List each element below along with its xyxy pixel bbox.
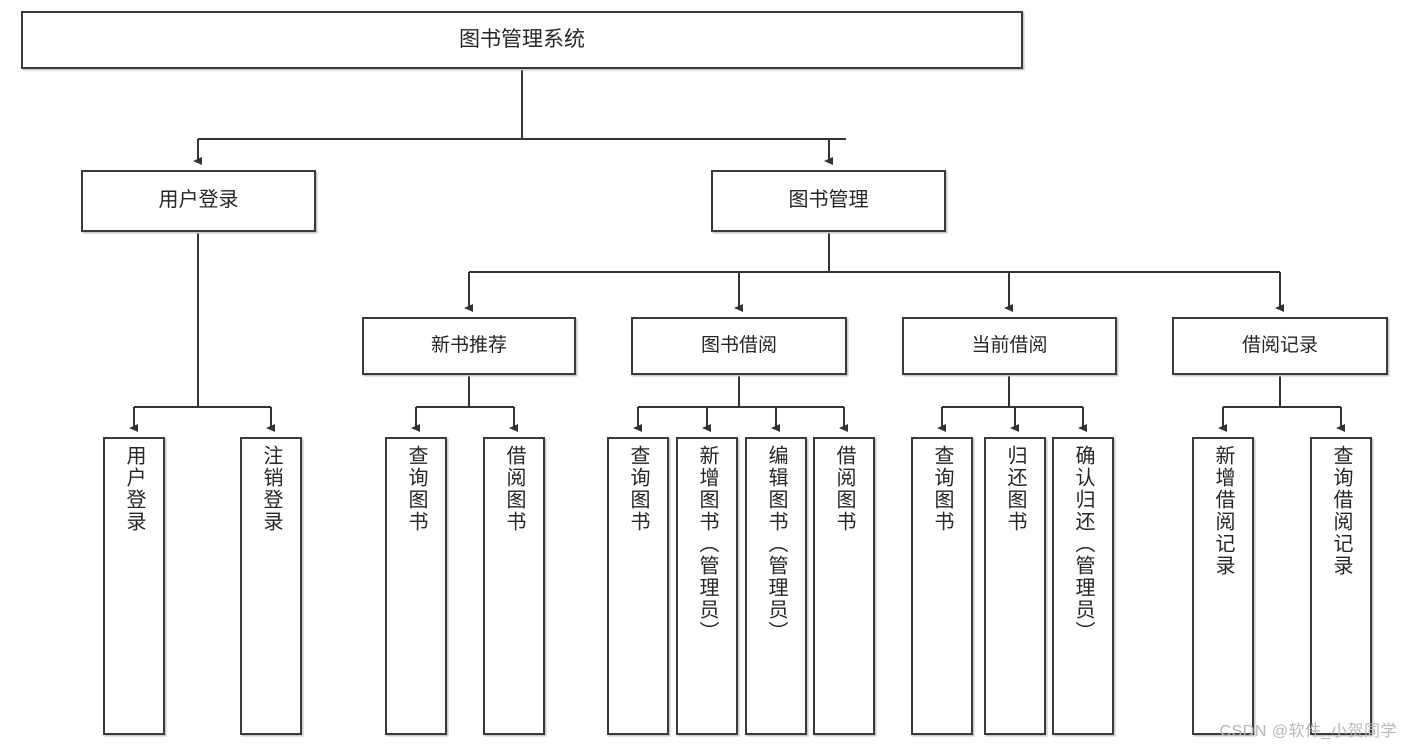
- node-root-label: 图书管理系统: [459, 27, 585, 51]
- leaf-query-book-2[interactable]: 查询图书: [607, 437, 669, 735]
- node-user-login-label: 用户登录: [158, 189, 239, 212]
- leaf-add-record[interactable]: 新增借阅记录: [1192, 437, 1254, 735]
- node-root[interactable]: 图书管理系统: [21, 11, 1023, 69]
- leaf-logout-label: 注销登录: [260, 445, 282, 533]
- leaf-borrow-book-1-label: 借阅图书: [503, 445, 525, 533]
- leaf-add-record-label: 新增借阅记录: [1212, 445, 1234, 577]
- leaf-query-book-3-label: 查询图书: [931, 445, 953, 533]
- node-book-manage[interactable]: 图书管理: [711, 170, 946, 232]
- node-user-login[interactable]: 用户登录: [81, 170, 316, 232]
- leaf-borrow-book-1[interactable]: 借阅图书: [483, 437, 545, 735]
- leaf-edit-book-label: 编辑图书（管理员）: [765, 445, 787, 643]
- node-borrow-record[interactable]: 借阅记录: [1172, 317, 1388, 375]
- leaf-query-record[interactable]: 查询借阅记录: [1310, 437, 1372, 735]
- leaf-return-book[interactable]: 归还图书: [984, 437, 1046, 735]
- leaf-edit-book[interactable]: 编辑图书（管理员）: [745, 437, 807, 735]
- node-current-borrow[interactable]: 当前借阅: [902, 317, 1117, 375]
- leaf-query-book-1[interactable]: 查询图书: [385, 437, 447, 735]
- node-new-book-rec-label: 新书推荐: [430, 334, 507, 356]
- watermark: CSDN @软件_小贺同学: [1219, 723, 1397, 740]
- leaf-borrow-book-2-label: 借阅图书: [833, 445, 855, 533]
- leaf-query-book-3[interactable]: 查询图书: [911, 437, 973, 735]
- leaf-query-book-1-label: 查询图书: [405, 445, 427, 533]
- leaf-borrow-book-2[interactable]: 借阅图书: [813, 437, 875, 735]
- node-book-borrow[interactable]: 图书借阅: [631, 317, 847, 375]
- leaf-add-book-label: 新增图书（管理员）: [696, 445, 718, 643]
- leaf-confirm-return-label: 确认归还（管理员）: [1072, 445, 1094, 643]
- leaf-logout[interactable]: 注销登录: [240, 437, 302, 735]
- leaf-return-book-label: 归还图书: [1004, 445, 1026, 533]
- leaf-add-book[interactable]: 新增图书（管理员）: [676, 437, 738, 735]
- leaf-confirm-return[interactable]: 确认归还（管理员）: [1052, 437, 1114, 735]
- node-borrow-record-label: 借阅记录: [1241, 334, 1318, 356]
- leaf-query-record-label: 查询借阅记录: [1330, 445, 1352, 577]
- node-current-borrow-label: 当前借阅: [971, 334, 1048, 356]
- leaf-query-book-2-label: 查询图书: [627, 445, 649, 533]
- node-book-borrow-label: 图书借阅: [700, 334, 777, 356]
- node-new-book-rec[interactable]: 新书推荐: [362, 317, 576, 375]
- leaf-user-login-label: 用户登录: [123, 445, 145, 533]
- leaf-user-login[interactable]: 用户登录: [103, 437, 165, 735]
- node-book-manage-label: 图书管理: [788, 189, 869, 212]
